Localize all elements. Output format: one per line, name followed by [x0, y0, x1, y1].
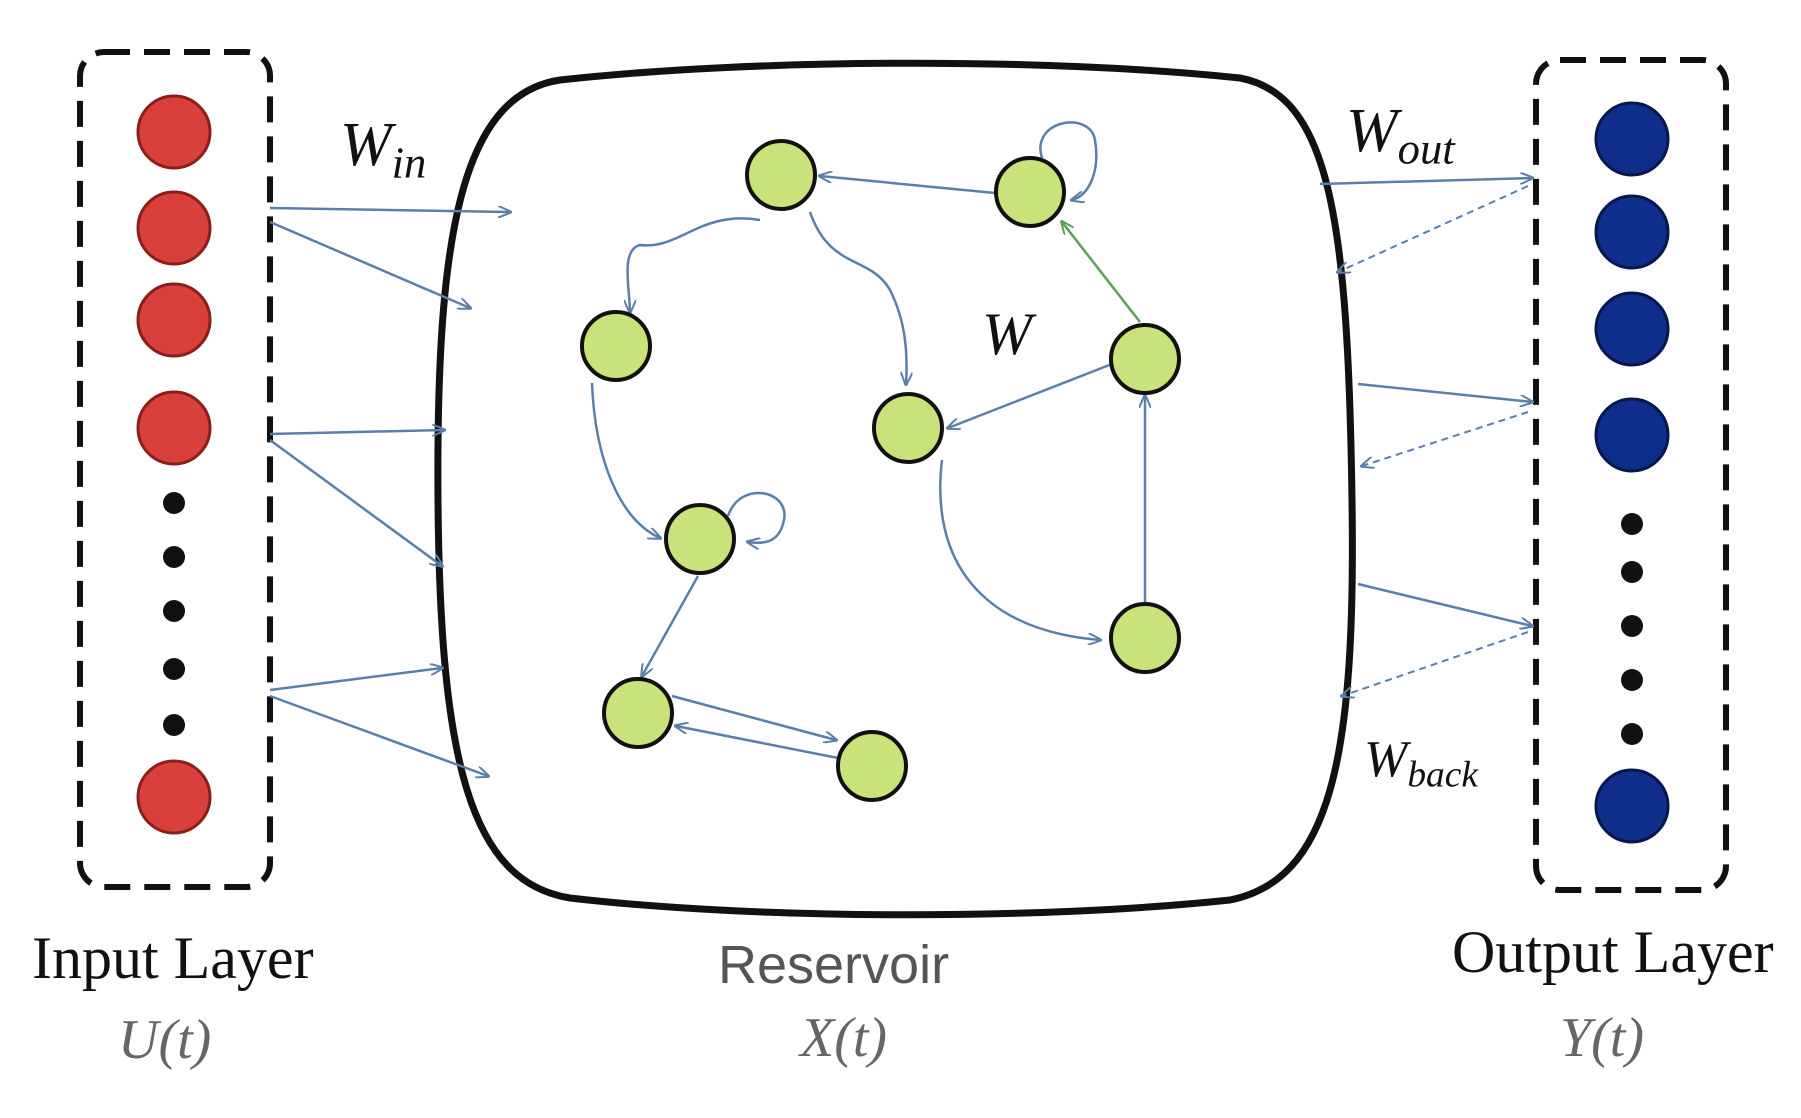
output-layer-box	[1533, 57, 1729, 893]
reservoir-green-connection	[1062, 222, 1141, 323]
input-signal-label: U(t)	[118, 1009, 212, 1071]
input-node	[136, 190, 212, 266]
output-node	[1594, 768, 1670, 844]
output-nodes	[1594, 101, 1670, 844]
reservoir-node	[580, 310, 652, 382]
input-node	[136, 282, 212, 358]
reservoir-signal-label: X(t)	[800, 1007, 888, 1069]
reservoir-node	[994, 156, 1066, 228]
output-layer-title: Output Layer	[1452, 919, 1774, 985]
output-node	[1594, 291, 1670, 367]
output-ellipsis	[1621, 513, 1643, 745]
reservoir-node	[664, 503, 736, 575]
input-ellipsis	[163, 492, 185, 736]
reservoir-connections	[590, 121, 1145, 760]
reservoir-node	[1109, 323, 1181, 395]
reservoir-node	[745, 139, 817, 211]
output-signal-label: Y(t)	[1560, 1007, 1644, 1069]
input-layer-title: Input Layer	[32, 925, 314, 991]
input-node	[136, 390, 212, 466]
feedback-weight-label: Wback	[1364, 731, 1478, 796]
reservoir-node	[872, 392, 944, 464]
input-nodes	[136, 94, 212, 835]
reservoir-weight-label: W	[982, 301, 1032, 367]
output-node	[1594, 397, 1670, 473]
output-weight-arrows	[1319, 178, 1532, 626]
input-node	[136, 94, 212, 170]
input-weight-arrows	[269, 208, 510, 776]
reservoir-title: Reservoir	[718, 935, 950, 995]
reservoir-node	[602, 677, 674, 749]
output-weight-label: Wout	[1346, 97, 1455, 174]
output-node	[1594, 194, 1670, 270]
reservoir-node	[836, 730, 908, 802]
input-node	[136, 759, 212, 835]
input-weight-label: Win	[340, 111, 427, 188]
output-node	[1594, 101, 1670, 177]
reservoir-node	[1109, 602, 1181, 674]
feedback-weight-arrows	[1338, 185, 1529, 696]
reservoir-nodes	[580, 139, 1181, 802]
input-layer-box	[77, 49, 273, 890]
